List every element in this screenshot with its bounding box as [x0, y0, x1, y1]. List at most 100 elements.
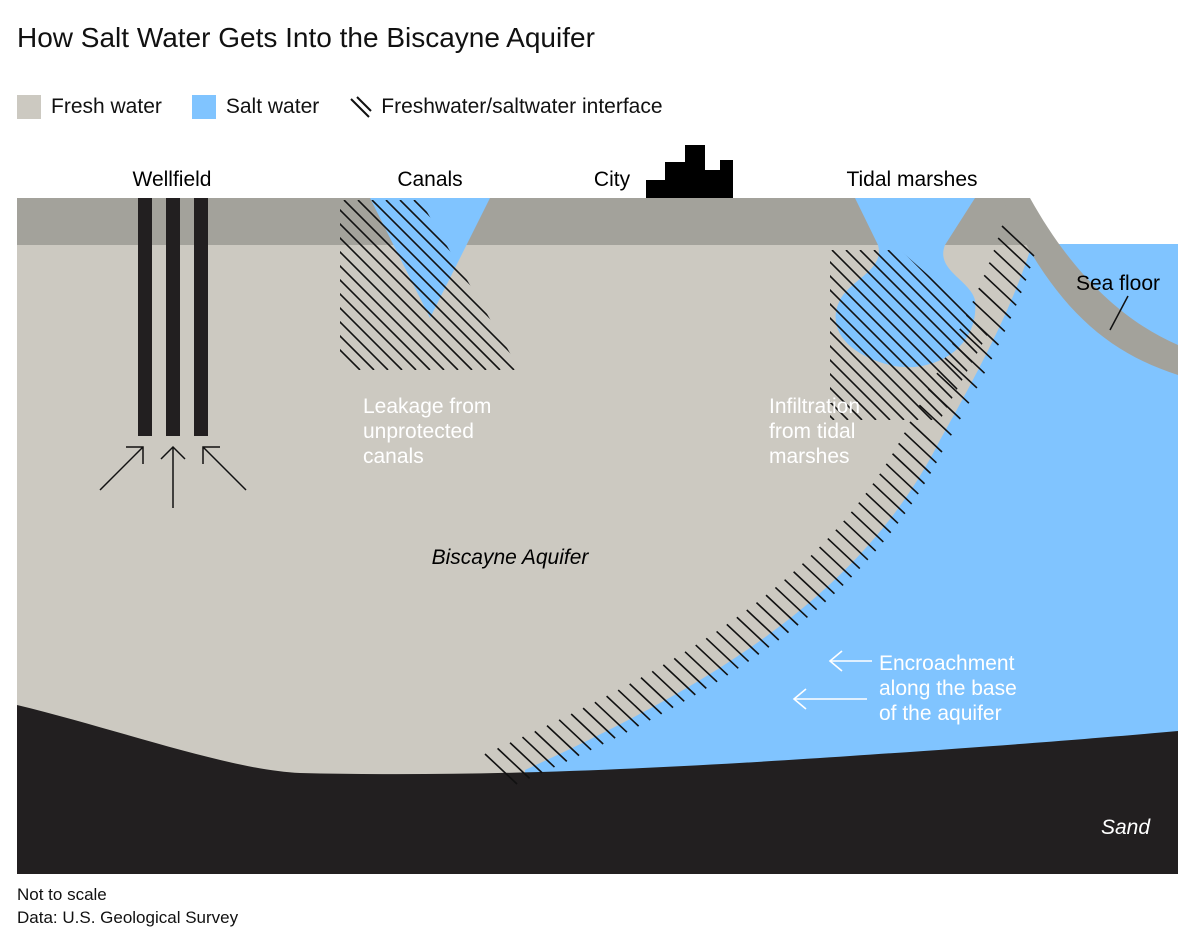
encroachment-label-line-2: along the base: [879, 677, 1017, 700]
interface-hatch-line: [509, 742, 543, 774]
infiltration-label-line-2: from tidal: [769, 420, 855, 443]
interface-hatch-line: [594, 701, 628, 733]
interface-hatch-line: [582, 707, 616, 739]
interface-hatch-line: [859, 250, 990, 420]
interface-hatch-line: [801, 563, 836, 595]
interface-hatch-line: [736, 616, 770, 648]
interface-hatch-line: [927, 388, 961, 420]
interface-hatch-line: [830, 250, 891, 420]
wedge-interface-hatching: [484, 225, 1035, 785]
interface-hatch-line: [858, 502, 892, 534]
interface-hatch-line: [997, 237, 1031, 269]
legend-label: Freshwater/saltwater interface: [381, 95, 663, 118]
wellfield-label: Wellfield: [133, 168, 212, 191]
legend-item-interface: Freshwater/saltwater interface: [349, 95, 663, 119]
fresh-water-swatch: [17, 95, 41, 119]
interface-hatch-line: [988, 262, 1022, 294]
interface-hatch-line: [843, 520, 877, 552]
interface-hatch-line: [716, 630, 750, 662]
interface-hatch-line: [819, 546, 853, 578]
interface-hatch-line: [755, 602, 790, 634]
interface-hatch-line: [606, 695, 640, 727]
sand-label: Sand: [1101, 816, 1151, 839]
interface-hatch-line: [784, 579, 818, 611]
interface-hatch-line: [978, 287, 1012, 319]
leakage-label-line-2: unprotected: [363, 420, 474, 443]
wellfield-wells: [138, 198, 208, 436]
interface-hatch-line: [673, 657, 707, 689]
interface-hatch-line: [873, 250, 990, 420]
interface-hatch-line: [830, 250, 947, 420]
interface-hatch-line: [765, 594, 799, 626]
interface-hatch-line: [993, 249, 1027, 281]
interface-hatch-line: [891, 453, 926, 485]
interface-hatch-line: [340, 200, 417, 370]
interface-hatch-line: [484, 753, 518, 785]
interface-hatch-line: [885, 463, 919, 495]
interface-hatch-line: [651, 670, 685, 702]
sea-floor-label: Sea floor: [1076, 272, 1160, 295]
interface-hatch-line: [570, 713, 604, 745]
interface-hatch-line: [983, 274, 1017, 306]
interface-hatch-line: [340, 200, 487, 370]
interface-hatch-line: [835, 529, 869, 561]
interface-hatch-line: [959, 328, 993, 360]
interface-hatch-line: [357, 200, 520, 370]
interface-hatch-line: [830, 250, 877, 420]
sea-floor-leader-line: [1109, 295, 1129, 331]
interface-hatch-line: [952, 342, 986, 374]
interface-hatch-line: [629, 683, 663, 715]
interface-hatch-line: [695, 644, 729, 676]
interface-hatch-line: [936, 372, 970, 404]
leakage-label-line-3: canals: [363, 445, 424, 468]
interface-hatch-line: [830, 250, 933, 420]
encroachment-arrows-icon: [792, 650, 872, 710]
interface-hatch-line: [746, 609, 780, 641]
interface-hatch-line: [830, 250, 863, 420]
interface-hatch-line: [810, 554, 844, 587]
sea-floor-layer: [1002, 198, 1178, 375]
legend-item-salt-water: Salt water: [191, 95, 320, 119]
interface-hatch-line: [850, 511, 884, 543]
encroachment-label-line-3: of the aquifer: [879, 702, 1002, 725]
legend-label: Salt water: [225, 95, 320, 118]
interface-hatch-line: [972, 300, 1006, 333]
interface-hatch-line: [662, 664, 696, 696]
interface-hatch-line: [340, 200, 389, 370]
interface-hatch-line: [965, 314, 1000, 346]
interface-hatch-line: [343, 200, 515, 370]
interface-hatch-line: [558, 719, 592, 751]
interface-hatch-line: [898, 442, 932, 474]
aquifer-label: Biscayne Aquifer: [432, 546, 590, 569]
city-skyline-icon: [646, 145, 733, 198]
legend-label: Fresh water: [51, 95, 162, 118]
diagram-title: How Salt Water Gets Into the Biscayne Aq…: [17, 22, 595, 53]
interface-hatch-line: [903, 432, 937, 464]
interface-hatch-line: [497, 747, 531, 779]
interface-hatch-line: [340, 200, 501, 370]
interface-hatch-line: [872, 483, 906, 515]
salt-water-swatch: [191, 95, 216, 119]
interface-hatch-line: [340, 200, 431, 370]
canals-label: Canals: [397, 168, 462, 191]
encroachment-label-line-1: Encroachment: [879, 652, 1015, 675]
flow-arrows-icon: [99, 445, 247, 508]
interface-hatch-line: [793, 571, 827, 603]
data-source-note: Data: U.S. Geological Survey: [17, 908, 239, 927]
interface-hatch-line: [534, 730, 568, 762]
sand-layer: [17, 705, 1178, 874]
infiltration-label-line-3: marshes: [769, 445, 850, 468]
interface-hatch-line: [521, 736, 556, 768]
interface-hatch-line: [340, 200, 375, 370]
interface-hatch-line: [640, 677, 674, 709]
infiltration-label-line-1: Infiltration: [769, 395, 860, 418]
salt-water-wedge: [525, 244, 1178, 874]
interface-hatch-line: [918, 404, 952, 436]
interface-hatch-line: [909, 421, 943, 453]
hatch-lines-icon: [350, 96, 372, 118]
interface-hatch-line: [1001, 225, 1035, 257]
legend-item-fresh-water: Fresh water: [17, 95, 162, 119]
interface-hatch-line: [830, 250, 975, 420]
interface-hatch-line: [830, 250, 919, 420]
